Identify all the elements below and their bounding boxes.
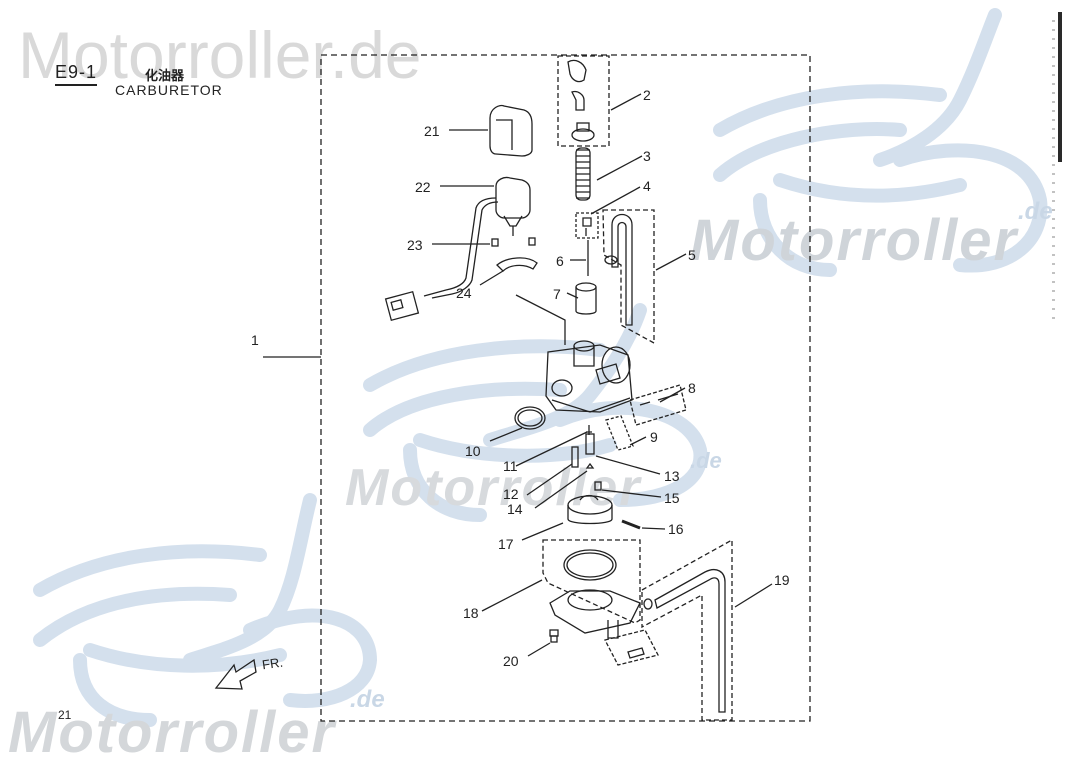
- float-part: [567, 494, 613, 525]
- watermark-text: .de: [690, 448, 722, 473]
- watermark-text: Motorroller: [345, 459, 642, 517]
- pilot-jet-part: [571, 446, 579, 468]
- group-box-18: [542, 539, 641, 624]
- screw-part: [491, 238, 499, 247]
- title-chinese: 化油器: [145, 68, 185, 83]
- scan-edge-mark: [1058, 12, 1062, 162]
- cable-adjuster-part: [567, 59, 595, 142]
- plate-part: [496, 257, 538, 272]
- group-box-8: [629, 384, 687, 426]
- section-code: E9-1: [55, 62, 98, 86]
- callout-11: 11: [503, 458, 518, 474]
- callout-22: 22: [415, 179, 431, 195]
- group-box-5: [602, 209, 655, 345]
- callout-21: 21: [424, 123, 440, 139]
- screw-part: [549, 629, 559, 643]
- group-box-19: [641, 538, 733, 721]
- group-box-9: [605, 415, 634, 451]
- o-ring-part: [514, 406, 546, 430]
- scooter-logo-icon: [33, 493, 378, 727]
- group-box-2: [557, 55, 610, 147]
- scan-edge-noise: [1052, 20, 1055, 320]
- watermark-text: .de: [1018, 198, 1053, 225]
- callout-10: 10: [465, 443, 481, 459]
- callout-23: 23: [407, 237, 423, 253]
- callout-18: 18: [463, 605, 479, 621]
- callout-2: 2: [643, 87, 651, 103]
- front-direction-label: FR.: [261, 654, 284, 673]
- watermark-text: Motorroller: [690, 208, 1019, 273]
- callout-15: 15: [664, 490, 680, 506]
- carburetor-body-part: [545, 340, 633, 413]
- scooter-logo-icon: [713, 8, 1048, 277]
- spring-part: [575, 147, 591, 201]
- page-title: CARBURETOR: [115, 82, 223, 98]
- callout-12: 12: [503, 486, 519, 502]
- throttle-valve-part: [575, 282, 597, 315]
- assembly-frame: [320, 54, 811, 722]
- page-number: 21: [58, 708, 72, 722]
- callout-4: 4: [643, 178, 651, 194]
- callout-9: 9: [650, 429, 658, 445]
- callout-20: 20: [503, 653, 519, 669]
- group-box-4: [575, 212, 599, 239]
- overflow-pipe-part: [654, 568, 726, 713]
- callout-16: 16: [668, 521, 684, 537]
- float-chamber-gasket-part: [563, 549, 617, 581]
- callout-7: 7: [553, 286, 561, 302]
- washer-part: [585, 462, 595, 469]
- callout-1: 1: [251, 332, 259, 348]
- callout-5: 5: [688, 247, 696, 263]
- connector-part: [384, 290, 420, 322]
- choke-cover-part: [489, 104, 533, 157]
- callout-19: 19: [774, 572, 790, 588]
- callout-6: 6: [556, 253, 564, 269]
- callout-14: 14: [507, 501, 523, 517]
- vent-pipe-part: [611, 213, 633, 326]
- watermark-text: Motorroller: [8, 700, 337, 765]
- front-direction-arrow-icon: [214, 658, 257, 690]
- float-chamber-part: [549, 589, 641, 639]
- auto-choke-part: [423, 176, 531, 299]
- callout-8: 8: [688, 380, 696, 396]
- callout-13: 13: [664, 468, 680, 484]
- callout-17: 17: [498, 536, 514, 552]
- float-valve-part: [594, 481, 602, 491]
- needle-jet-part: [585, 433, 595, 455]
- watermark-text: .de: [350, 686, 385, 713]
- float-pin-part: [621, 519, 641, 530]
- callout-3: 3: [643, 148, 651, 164]
- callout-24: 24: [456, 285, 472, 301]
